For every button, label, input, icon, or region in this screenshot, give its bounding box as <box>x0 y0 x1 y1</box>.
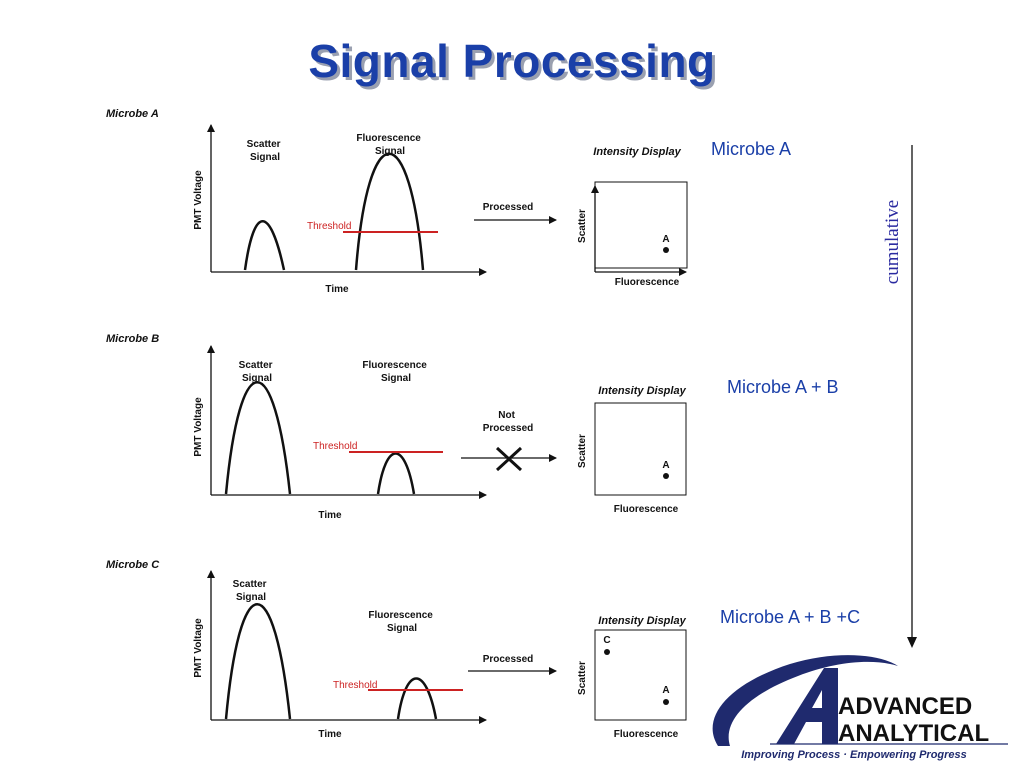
row-title: Microbe B <box>106 333 159 345</box>
fluorescence-pulse <box>354 152 425 271</box>
row-title: Microbe C <box>106 559 160 571</box>
point-label-c: C <box>603 635 610 646</box>
intensity-display-label: Intensity Display <box>593 146 681 158</box>
display-caption: Microbe A + B +C <box>720 607 860 627</box>
data-point-c <box>604 649 610 655</box>
scatter-pulse <box>224 603 292 720</box>
data-point-a <box>663 247 669 253</box>
cumulative-arrowhead <box>907 637 917 648</box>
fluorescence-signal-label: Fluorescence Signal <box>362 360 429 384</box>
fluorescence-signal-label: Fluorescence Signal <box>368 610 435 634</box>
advanced-analytical-logo: ADVANCED ANALYTICAL Improving Process · … <box>712 655 1008 761</box>
cumulative-label: cumulative <box>882 200 903 284</box>
display-x-label: Fluorescence <box>615 277 680 288</box>
data-point-a <box>663 699 669 705</box>
logo-swoosh <box>712 655 898 746</box>
intensity-display-box <box>594 629 687 721</box>
intensity-display-label: Intensity Display <box>598 385 686 397</box>
point-label-a: A <box>662 685 669 696</box>
arrow-label: Not Processed <box>483 410 534 434</box>
arrow-label: Processed <box>483 654 534 665</box>
threshold-label: Threshold <box>313 441 357 452</box>
data-point-a <box>663 473 669 479</box>
display-caption: Microbe A <box>711 139 791 159</box>
scatter-pulse <box>224 381 292 495</box>
x-axis-label: Time <box>318 510 342 521</box>
intensity-display-box <box>594 181 688 269</box>
fluorescence-signal-label: Fluorescence Signal <box>356 133 423 157</box>
x-axis-label: Time <box>325 284 349 295</box>
cumulative-arrow: cumulative <box>882 145 917 648</box>
scatter-signal-label: Scatter Signal <box>247 139 284 163</box>
threshold-label: Threshold <box>333 680 377 691</box>
display-y-label: Scatter <box>577 209 588 243</box>
logo-tagline: Improving Process · Empowering Progress <box>741 749 967 761</box>
y-axis-label: PMT Voltage <box>193 397 204 457</box>
y-axis-label: PMT Voltage <box>193 618 204 678</box>
point-label-a: A <box>662 460 669 471</box>
intensity-display-box <box>594 402 687 496</box>
scatter-signal-label: Scatter Signal <box>239 360 276 384</box>
arrow-label: Processed <box>483 202 534 213</box>
fluorescence-pulse <box>396 677 438 720</box>
display-x-label: Fluorescence <box>614 729 679 740</box>
fluorescence-pulse <box>376 452 416 495</box>
logo-a-mark <box>776 668 838 744</box>
scatter-pulse <box>243 220 286 271</box>
display-x-label: Fluorescence <box>614 504 679 515</box>
x-axis-label: Time <box>318 729 342 740</box>
intensity-display-label: Intensity Display <box>598 615 686 627</box>
scatter-signal-label: Scatter Signal <box>233 579 270 603</box>
display-y-label: Scatter <box>577 661 588 695</box>
slide-title: Signal Processing <box>308 35 716 87</box>
threshold-label: Threshold <box>307 221 351 232</box>
row-microbe-a: Microbe A PMT Voltage Time Scatter Signa… <box>106 108 791 295</box>
row-microbe-c: Microbe C PMT Voltage Time Scatter Signa… <box>106 559 860 740</box>
row-title: Microbe A <box>106 108 159 120</box>
display-y-label: Scatter <box>577 434 588 468</box>
logo-line1: ADVANCED <box>838 693 972 720</box>
y-axis-label: PMT Voltage <box>193 170 204 230</box>
display-caption: Microbe A + B <box>727 377 839 397</box>
point-label-a: A <box>662 234 669 245</box>
logo-line2: ANALYTICAL <box>838 720 989 747</box>
row-microbe-b: Microbe B PMT Voltage Time Scatter Signa… <box>106 333 839 521</box>
blocked-x-icon <box>495 446 523 472</box>
